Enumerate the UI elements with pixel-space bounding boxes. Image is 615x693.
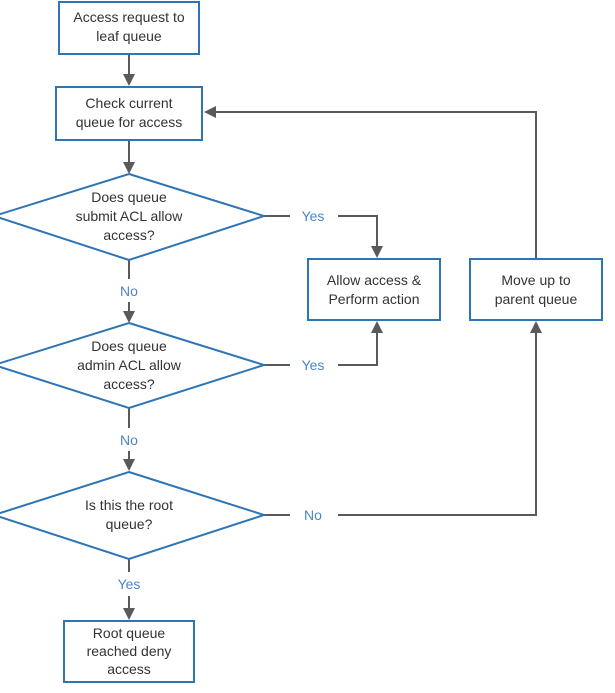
- edge-admin-yes-right: [338, 331, 378, 366]
- node-deny-line-3: access: [107, 661, 151, 677]
- edges: [123, 54, 542, 620]
- edge-label-admin-no: No: [120, 432, 138, 448]
- node-deny: Root queue reached deny access: [63, 620, 195, 683]
- node-deny-line-1: Root queue: [93, 625, 166, 641]
- edge-root-no-right: [338, 331, 537, 516]
- node-admin-line-3: access?: [103, 376, 155, 392]
- node-deny-line-2: reached deny: [87, 643, 172, 659]
- edge-moveup-to-check: [214, 111, 537, 258]
- arrowhead: [123, 459, 135, 471]
- edge-label-root-yes: Yes: [118, 576, 141, 592]
- node-submit-line-2: submit ACL allow: [76, 208, 184, 224]
- node-check: Check current queue for access: [55, 86, 203, 141]
- node-allow-line-2: Perform action: [328, 291, 419, 307]
- edge-label-submit-yes: Yes: [302, 208, 325, 224]
- arrowhead: [123, 608, 135, 620]
- edge-label-root-no: No: [304, 507, 322, 523]
- node-admin-acl: Does queue admin ACL allow access?: [0, 321, 268, 410]
- node-submit-acl: Does queue submit ACL allow access?: [0, 172, 268, 262]
- arrowhead: [371, 321, 383, 333]
- node-allow-line-1: Allow access &: [327, 272, 422, 288]
- node-root-line-1: Is this the root: [85, 497, 173, 513]
- arrowhead: [123, 311, 135, 323]
- node-admin-line-1: Does queue: [91, 338, 167, 354]
- arrowhead: [371, 246, 383, 258]
- node-moveup-line-2: parent queue: [495, 291, 578, 307]
- arrowhead: [530, 321, 542, 333]
- node-admin-line-2: admin ACL allow: [77, 357, 182, 373]
- edge-labels: Yes No Yes No No Yes: [118, 208, 325, 592]
- arrowhead: [204, 106, 216, 118]
- node-start-line-1: Access request to: [73, 9, 184, 25]
- node-check-line-1: Check current: [85, 95, 172, 111]
- node-root-check: Is this the root queue?: [0, 470, 268, 561]
- node-submit-line-1: Does queue: [91, 189, 167, 205]
- node-root-line-2: queue?: [106, 516, 153, 532]
- edge-submit-yes-right: [338, 215, 378, 248]
- node-move-up: Move up to parent queue: [469, 258, 603, 321]
- node-check-line-2: queue for access: [76, 114, 183, 130]
- edge-label-admin-yes: Yes: [302, 357, 325, 373]
- node-moveup-line-1: Move up to: [501, 272, 570, 288]
- arrowhead: [123, 162, 135, 174]
- arrowhead: [123, 74, 135, 86]
- node-allow: Allow access & Perform action: [307, 258, 441, 321]
- node-start-line-2: leaf queue: [96, 28, 162, 44]
- edge-label-submit-no: No: [120, 283, 138, 299]
- node-submit-line-3: access?: [103, 227, 155, 243]
- node-start: Access request to leaf queue: [58, 1, 200, 55]
